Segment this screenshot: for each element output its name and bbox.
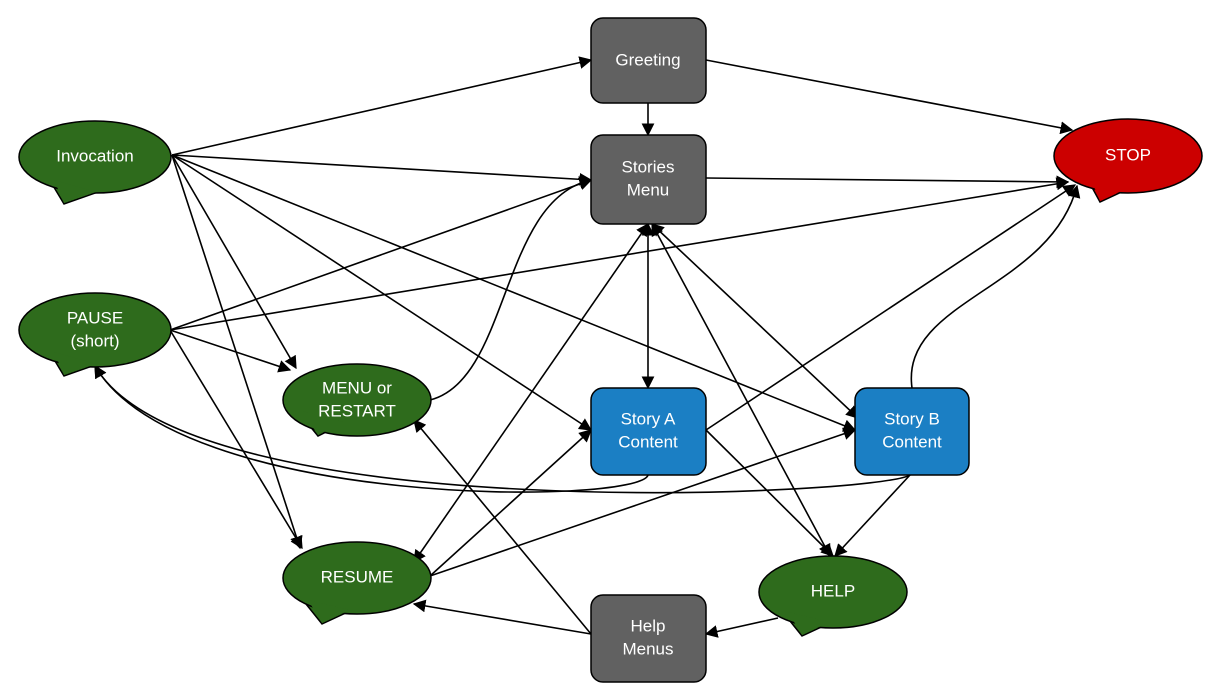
edge-stories-resume [413,222,649,564]
edges-layer [94,56,1081,638]
edge-story-a-pause [94,364,649,493]
help-menus-label-2: Menus [622,639,673,658]
help-label: HELP [811,581,855,600]
stories-menu-label-1: Stories [622,157,675,176]
edge-pause-stories [169,177,593,331]
edge-story-b-stop [910,184,1081,389]
stories-menu-label-2: Menu [627,180,670,199]
stop-node[interactable]: STOP [1053,118,1203,203]
edge-stories-stop [705,175,1070,189]
edge-invocation-greeting [171,56,593,156]
help-menus-node[interactable]: Help Menus [590,594,707,683]
edge-help-menus-menu-restart [413,419,592,635]
stories-menu-node[interactable]: Stories Menu [590,134,707,225]
edge-pause-resume [169,329,303,550]
pause-label-2: (short) [70,331,119,350]
menu-restart-label-2: RESTART [318,401,396,420]
greeting-label: Greeting [615,50,680,69]
edge-story-b-help [834,474,911,557]
story-a-label-2: Content [618,432,678,451]
menu-restart-node[interactable]: MENU or RESTART [282,363,432,437]
story-a-node[interactable]: Story A Content [590,387,707,476]
edge-greeting-stop [705,59,1074,135]
story-b-label-1: Story B [884,409,940,428]
story-b-label-2: Content [882,432,942,451]
story-a-label-1: Story A [621,409,676,428]
edge-story-a-help [705,429,834,557]
edge-help-menus-resume [412,599,592,635]
story-b-node[interactable]: Story B Content [854,387,970,476]
edge-help-help-menus [704,617,779,638]
pause-node[interactable]: PAUSE (short) [18,292,172,377]
edge-resume-story-b [429,427,857,577]
resume-node[interactable]: RESUME [282,541,432,625]
edge-menu-restart-stories [429,176,593,401]
edge-story-b-pause [94,364,911,494]
pause-label-1: PAUSE [67,308,123,327]
edge-story-a-stop [705,184,1077,431]
edge-invocation-stories [171,154,593,186]
stop-label: STOP [1105,145,1151,164]
resume-label: RESUME [321,567,394,586]
invocation-label: Invocation [56,146,134,165]
help-node[interactable]: HELP [758,555,908,637]
greeting-node[interactable]: Greeting [590,17,707,104]
edge-stories-help [651,222,831,558]
nodes-layer: Greeting Stories Menu Story A Content St… [18,17,1203,683]
menu-restart-label-1: MENU or [322,378,392,397]
edge-pause-menu-restart [169,329,292,373]
edge-resume-story-a [429,429,592,577]
help-menus-label-1: Help [631,616,666,635]
edge-pause-stop [169,177,1070,331]
edge-invocation-menu-restart [171,154,297,370]
invocation-node[interactable]: Invocation [18,120,172,205]
